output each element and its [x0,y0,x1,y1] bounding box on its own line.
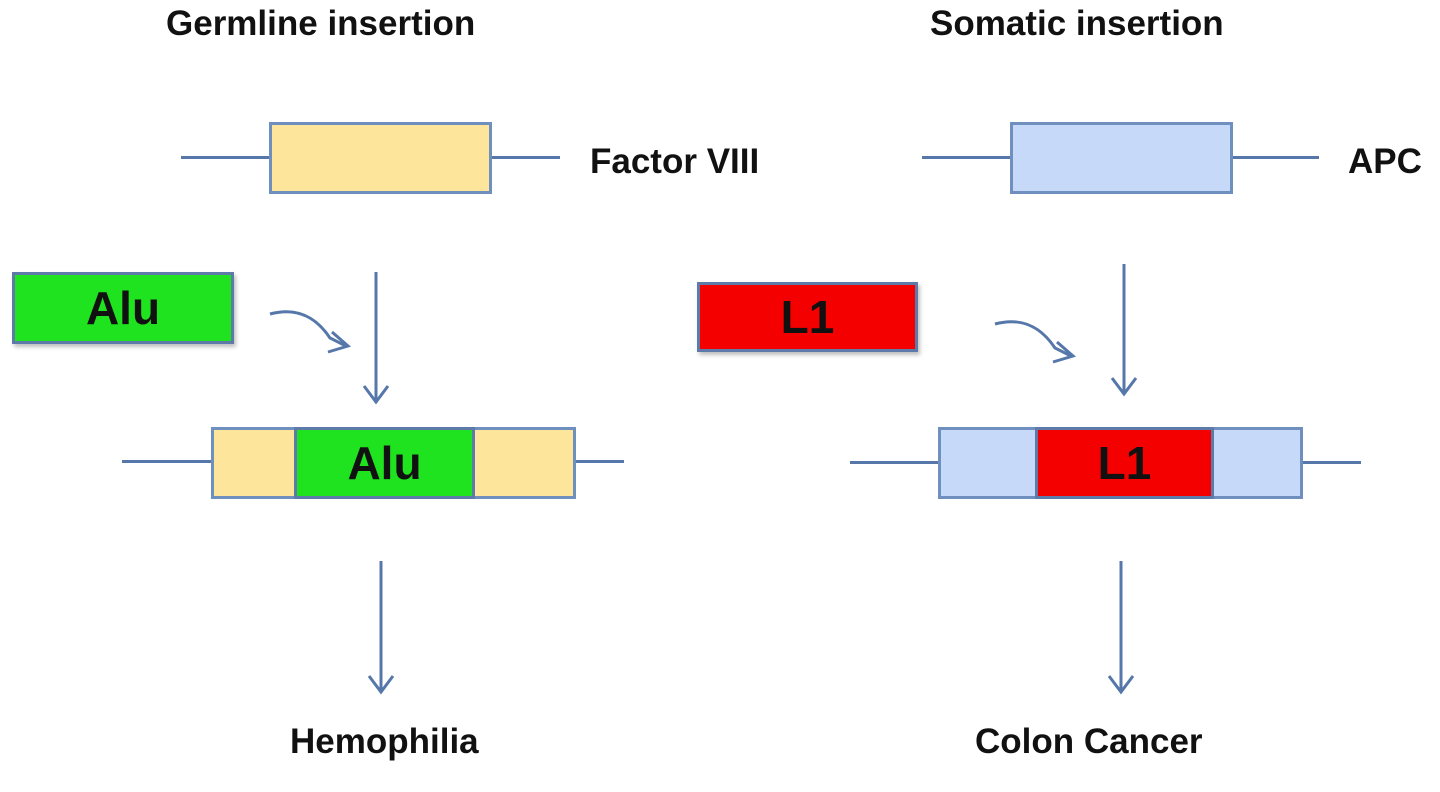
alu-inserted-box: Alu [294,427,475,499]
alu-element-label: Alu [85,282,161,334]
l1-element-box: L1 [697,282,918,352]
germline-insertion-arrow [362,272,390,405]
germline-outcome-arrow [367,561,395,695]
apc-gene-box [1010,122,1233,194]
l1-inserted-box: L1 [1035,427,1214,499]
l1-inserted-label: L1 [1097,437,1152,489]
germline-mutant-line-right [576,460,624,463]
germline-title: Germline insertion [166,4,476,43]
germline-gene-line-right [492,156,560,159]
alu-curved-arrow [269,310,352,354]
germline-gene-line-left [181,156,271,159]
l1-curved-arrow [994,320,1077,364]
somatic-title: Somatic insertion [930,4,1224,43]
factor-viii-gene-box [269,122,492,194]
factor-viii-label: Factor VIII [590,142,760,181]
somatic-gene-line-left [922,156,1012,159]
alu-element-box: Alu [12,272,234,344]
somatic-mutant-line-left [850,461,940,464]
alu-inserted-label: Alu [347,437,422,489]
somatic-outcome-arrow [1107,561,1135,695]
germline-mutant-line-left [122,460,214,463]
l1-element-label: L1 [780,291,835,343]
hemophilia-label: Hemophilia [290,722,479,761]
somatic-mutant-line-right [1303,461,1361,464]
apc-label: APC [1348,142,1422,181]
somatic-insertion-arrow [1110,264,1138,397]
somatic-gene-line-right [1233,156,1319,159]
colon-cancer-label: Colon Cancer [975,722,1203,761]
